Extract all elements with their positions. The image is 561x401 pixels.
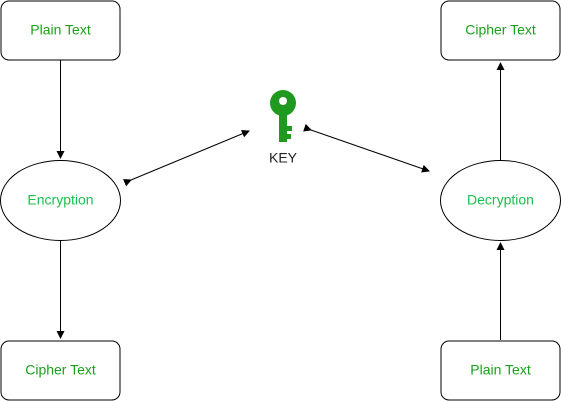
decryption-label: Decryption <box>467 192 534 208</box>
key-label: KEY <box>269 150 298 166</box>
encryption-label: Encryption <box>27 192 93 208</box>
cipher-text-label-right: Cipher Text <box>465 22 536 38</box>
plain-text-box-right: Plain Text <box>440 340 561 401</box>
encryption-ellipse: Encryption <box>0 160 121 241</box>
plain-text-label-right: Plain Text <box>470 362 531 378</box>
arrow-key-encryption <box>123 129 250 187</box>
plain-text-box-left: Plain Text <box>0 0 121 61</box>
cipher-text-box-left: Cipher Text <box>0 340 121 401</box>
key-icon <box>270 90 296 142</box>
cipher-text-box-right: Cipher Text <box>440 0 561 61</box>
plain-text-label-left: Plain Text <box>30 22 91 38</box>
cipher-text-label-left: Cipher Text <box>25 362 96 378</box>
arrow-key-decryption <box>303 123 430 173</box>
decryption-ellipse: Decryption <box>440 160 561 241</box>
